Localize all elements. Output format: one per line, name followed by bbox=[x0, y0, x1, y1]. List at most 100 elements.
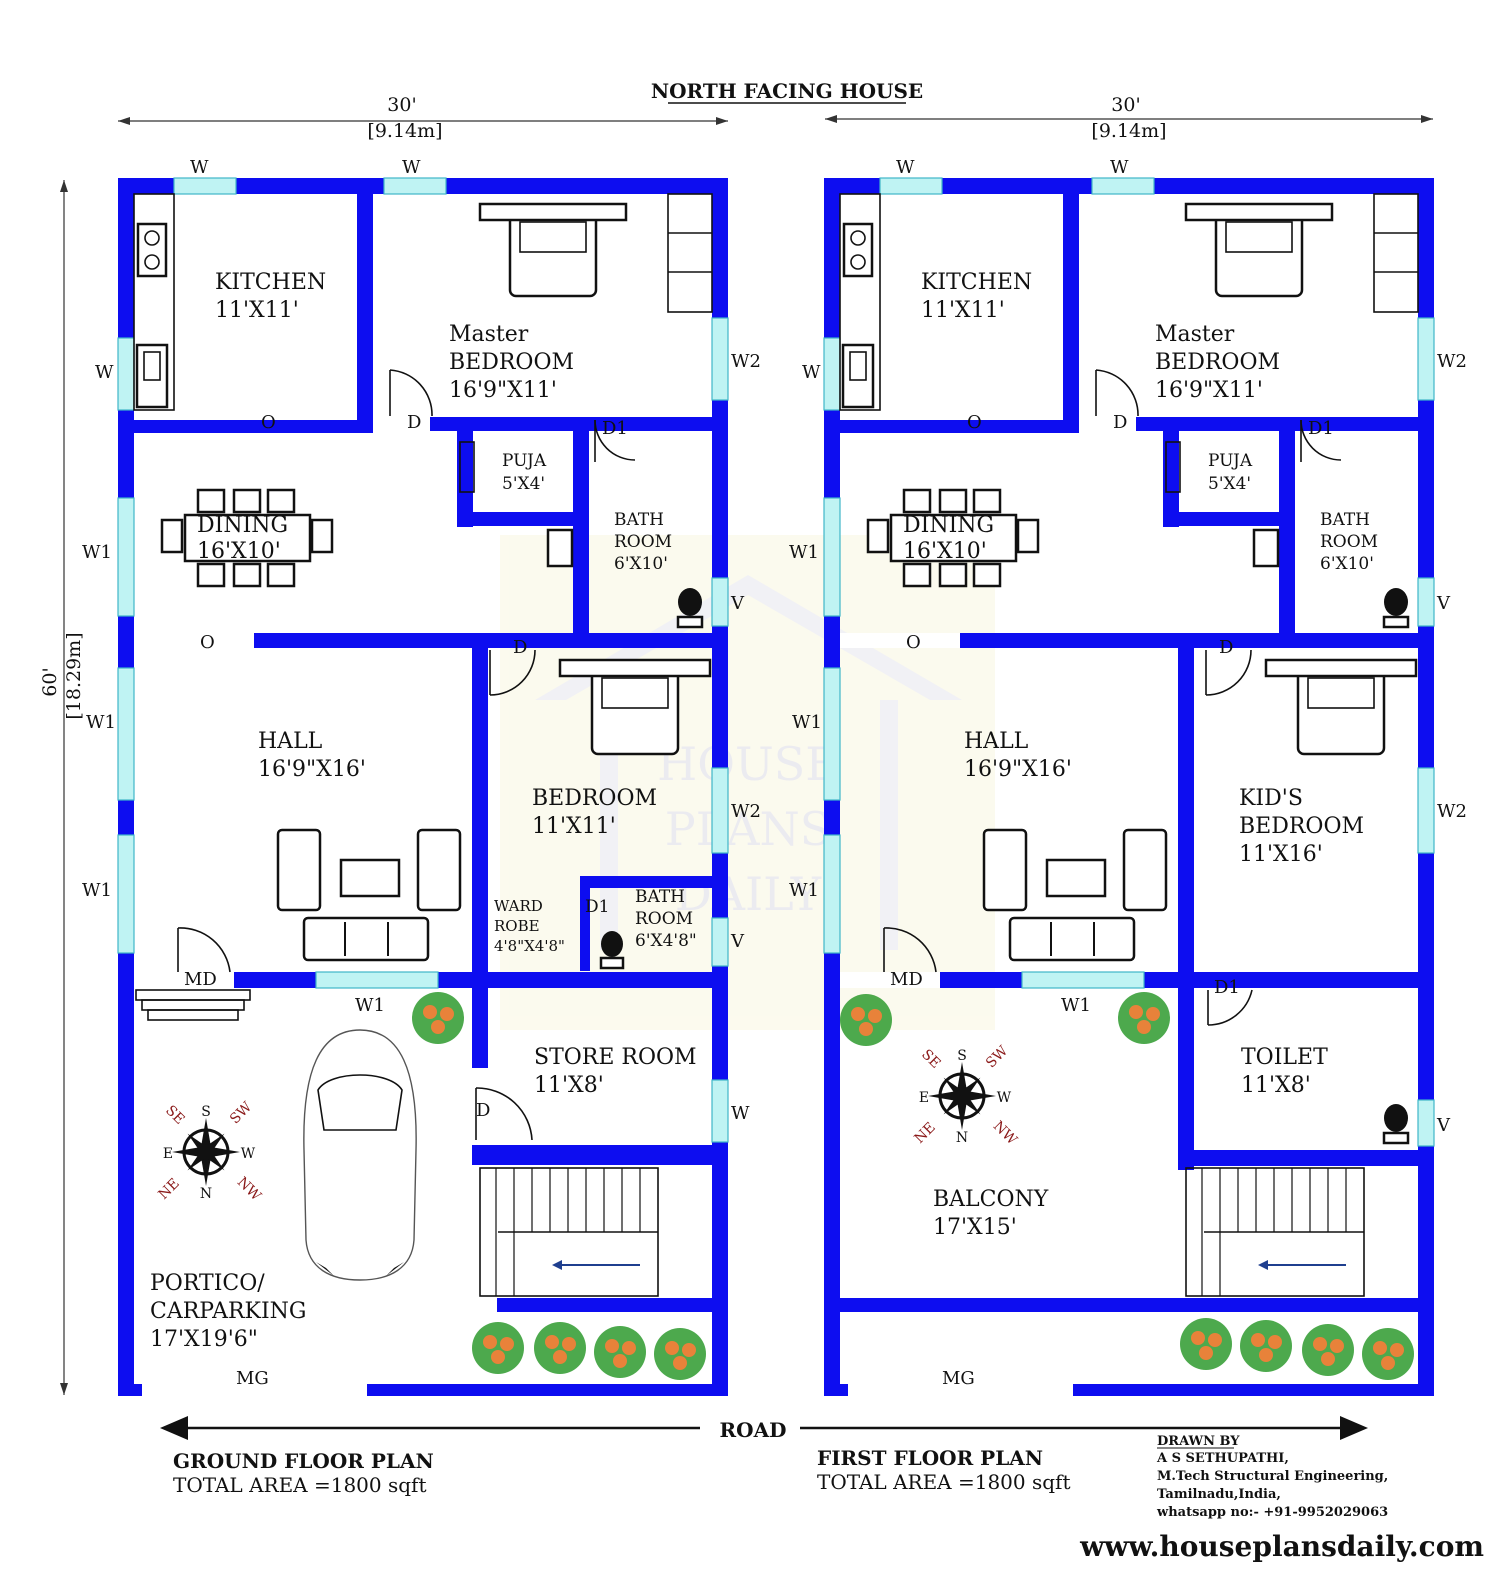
window-label: W2 bbox=[731, 351, 761, 372]
plant-icon bbox=[1240, 1320, 1292, 1372]
gf-portico-label-2: CARPARKING bbox=[150, 1299, 306, 1324]
door-label: D bbox=[513, 637, 527, 658]
plant-icon bbox=[534, 1322, 586, 1374]
window-label: W1 bbox=[86, 712, 116, 733]
watermark-word-1: HOUSE bbox=[657, 737, 839, 791]
ff-bath-label-2: ROOM bbox=[1320, 532, 1378, 552]
width-dimension-ft: 30' bbox=[387, 94, 416, 116]
plant-icon bbox=[594, 1326, 646, 1378]
ff-dining-label: DINING bbox=[903, 513, 994, 538]
road-indicator: ROAD bbox=[160, 1416, 1368, 1442]
compass-e: E bbox=[163, 1146, 173, 1162]
ventilator-label: V bbox=[1436, 593, 1451, 614]
window-label: W2 bbox=[731, 801, 761, 822]
window-label: W bbox=[402, 157, 421, 178]
toilet-icon bbox=[676, 588, 704, 629]
ff-master-size: 16'9"X11' bbox=[1155, 378, 1263, 403]
gf-bath2-size: 6'X4'8" bbox=[635, 931, 697, 951]
ff-hall-size: 16'9"X16' bbox=[964, 757, 1072, 782]
ff-toilet-size: 11'X8' bbox=[1241, 1073, 1311, 1098]
opening-label: O bbox=[967, 412, 982, 433]
gf-dining-label: DINING bbox=[197, 513, 288, 538]
sofa-set-icon bbox=[982, 828, 1168, 962]
window-label: W bbox=[95, 362, 114, 383]
width-dimension-m: [9.14m] bbox=[367, 120, 442, 142]
window-label: W bbox=[731, 1103, 750, 1124]
ff-kids-label: KID'S bbox=[1239, 786, 1303, 811]
compass-w: W bbox=[241, 1146, 256, 1162]
window-label: W1 bbox=[355, 995, 385, 1016]
credit-line-2: A S SETHUPATHI, bbox=[1156, 1451, 1289, 1466]
gf-bath-label-2: ROOM bbox=[614, 532, 672, 552]
ff-kitchen-size: 11'X11' bbox=[921, 298, 1005, 323]
gf-area: TOTAL AREA =1800 sqft bbox=[173, 1473, 427, 1497]
plant-icon bbox=[1118, 992, 1170, 1044]
plant-icon bbox=[412, 992, 464, 1044]
door-label: D1 bbox=[1308, 418, 1334, 439]
width-dimension-m: [9.14m] bbox=[1091, 120, 1166, 142]
toilet-icon bbox=[1382, 1104, 1410, 1145]
ff-balcony-label: BALCONY bbox=[933, 1187, 1049, 1212]
depth-dimension-ft: 60' bbox=[39, 667, 61, 696]
plant-icon bbox=[1180, 1318, 1232, 1370]
ventilator-label: V bbox=[730, 931, 745, 952]
ff-dining-size: 16'X10' bbox=[903, 539, 987, 564]
ff-master-label: Master bbox=[1155, 322, 1235, 347]
staircase-icon bbox=[479, 1167, 659, 1297]
ff-bath-size: 6'X10' bbox=[1320, 554, 1374, 574]
window-label: W bbox=[190, 157, 209, 178]
gf-portico-label: PORTICO/ bbox=[150, 1271, 265, 1296]
gf-bath-label: BATH bbox=[614, 510, 664, 530]
window-label: W2 bbox=[1437, 351, 1467, 372]
ff-kids-label-2: BEDROOM bbox=[1239, 814, 1364, 839]
compass-e: E bbox=[919, 1090, 929, 1106]
main-gate-label: MG bbox=[236, 1368, 269, 1389]
plant-icon bbox=[1302, 1324, 1354, 1376]
depth-dimension-m: [18.29m] bbox=[63, 632, 85, 719]
window-label: W bbox=[802, 362, 821, 383]
opening-label: O bbox=[200, 632, 215, 653]
gf-master-size: 16'9"X11' bbox=[449, 378, 557, 403]
compass-se: SE bbox=[918, 1047, 943, 1072]
opening-label: O bbox=[906, 632, 921, 653]
compass-ne: NE bbox=[912, 1120, 939, 1147]
ff-master-label-2: BEDROOM bbox=[1155, 350, 1280, 375]
door-label: D bbox=[1113, 412, 1127, 433]
dining-table-icon bbox=[866, 488, 1040, 588]
window-label: W1 bbox=[82, 542, 112, 563]
ff-toilet-label: TOILET bbox=[1241, 1045, 1328, 1070]
plant-icon bbox=[840, 994, 892, 1046]
gf-kitchen-size: 11'X11' bbox=[215, 298, 299, 323]
bed-icon bbox=[1264, 658, 1418, 756]
gf-bath2-label-2: ROOM bbox=[635, 909, 693, 929]
compass-s: S bbox=[957, 1048, 967, 1064]
compass-icon: S N E W SE SW NE NW bbox=[912, 1043, 1021, 1149]
window-label: W2 bbox=[1437, 801, 1467, 822]
compass-w: W bbox=[997, 1090, 1012, 1106]
gf-puja-size: 5'X4' bbox=[502, 474, 545, 494]
gf-wardrobe-label-2: ROBE bbox=[494, 917, 540, 935]
compass-ne: NE bbox=[156, 1176, 183, 1203]
compass-nw: NW bbox=[234, 1174, 265, 1205]
gf-puja-label: PUJA bbox=[502, 451, 547, 471]
ff-hall-label: HALL bbox=[964, 729, 1029, 754]
gf-store-label: STORE ROOM bbox=[534, 1045, 697, 1070]
website-url: www.houseplansdaily.com bbox=[1079, 1530, 1484, 1563]
gf-bedroom-size: 11'X11' bbox=[532, 814, 616, 839]
window-label: W1 bbox=[1061, 995, 1091, 1016]
width-dimension-ft: 30' bbox=[1111, 94, 1140, 116]
bed-icon bbox=[1184, 202, 1334, 298]
gf-hall-label: HALL bbox=[258, 729, 323, 754]
ground-floor-plan: 30' [9.14m] 60' [18.29m] bbox=[39, 94, 761, 1396]
main-door-label: MD bbox=[890, 969, 923, 990]
gf-bath2-label: BATH bbox=[635, 887, 685, 907]
first-floor-plan: 30' [9.14m] bbox=[789, 94, 1467, 1396]
watermark-word-2: PLANS bbox=[665, 802, 831, 856]
gf-portico-size: 17'X19'6" bbox=[150, 1327, 258, 1352]
bed-icon bbox=[558, 658, 712, 756]
ff-area: TOTAL AREA =1800 sqft bbox=[817, 1470, 1071, 1494]
compass-n: N bbox=[956, 1130, 968, 1146]
door-label: D bbox=[476, 1100, 490, 1121]
